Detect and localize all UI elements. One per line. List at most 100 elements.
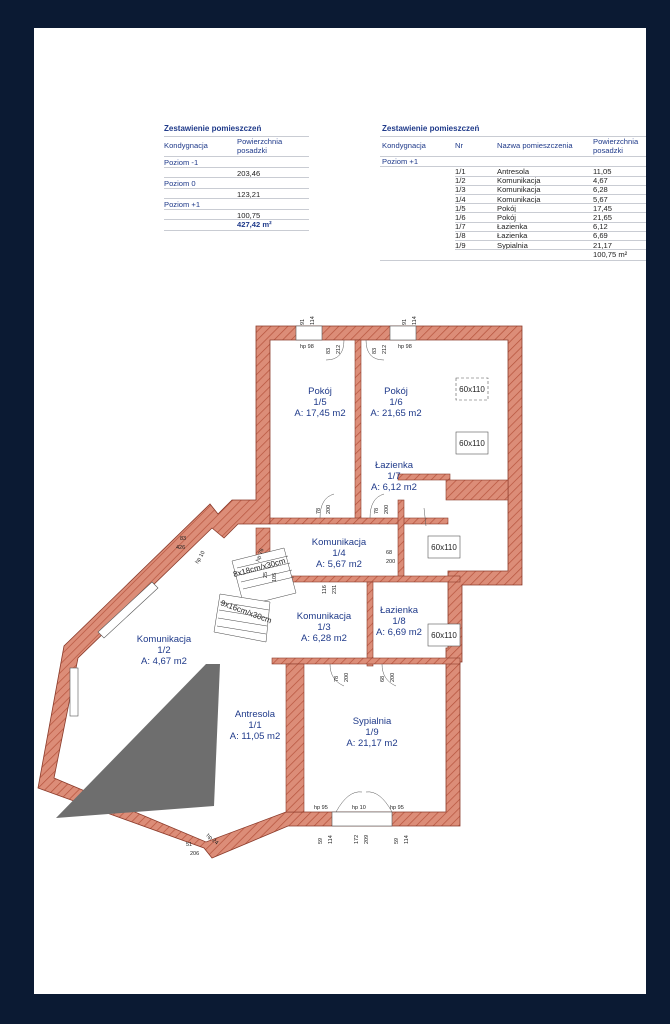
detail-row-area: 11,05 [593, 167, 612, 176]
summary-level-2: Poziom 0 [164, 179, 196, 188]
detail-row-name: Łazienka [497, 222, 528, 232]
detail-row-name: Sypialnia [497, 240, 528, 250]
dim-d6-a: 116 [322, 585, 328, 594]
detail-row-nr: 1/9 [455, 240, 466, 250]
detail-row-divider [455, 240, 646, 241]
fixture-rect-4 [427, 623, 461, 647]
detail-row-name: Pokój [497, 203, 516, 213]
detail-row-divider [455, 221, 646, 223]
summary-area-3: 100,75 [237, 211, 261, 220]
detail-row-nr: 1/1 [455, 167, 466, 176]
room-6-area: A: 21,65 m2 [370, 408, 421, 419]
dim-d8-b: 200 [390, 673, 396, 682]
room-2-nr: 1/2 [157, 645, 170, 656]
detail-row-divider [455, 175, 646, 177]
detail-row-area: 4,67 [593, 176, 608, 186]
dim-w1-hp: hp 98 [300, 344, 314, 350]
summary-level-1: Poziom -1 [164, 158, 199, 167]
detail-table: Zestawienie pomieszczeń Kondygnacja Nr N… [380, 124, 646, 264]
detail-col-area-1: Powierzchnia [593, 137, 639, 146]
detail-row-name: Antresola [497, 167, 530, 176]
floor-plan: 8x18cm/x30cm 9x16cm/x30cm [37, 316, 523, 859]
summary-col-area-2: posadzki [237, 146, 267, 155]
detail-title: Zestawienie pomieszczeń [382, 124, 480, 133]
dim-w2-a: 91 [402, 319, 408, 325]
room-4-name: Komunikacja [312, 537, 367, 548]
dimension-labels: 91 114 hp 98 83 212 91 114 hp 98 83 212 … [176, 316, 418, 857]
detail-row-area: 6,69 [593, 231, 608, 241]
room-6-name: Pokój [384, 386, 408, 397]
staircase [213, 547, 297, 643]
dim-w4-a: 51 [186, 842, 192, 848]
interior-walls [255, 339, 509, 813]
dim-hp76: hp 76 [255, 548, 265, 563]
dim-b1-a: 59 [318, 838, 324, 844]
fixture-rect-2 [455, 431, 489, 455]
room-8-nr: 1/8 [392, 616, 405, 627]
dim-w4-b: 206 [190, 851, 199, 857]
room-9-nr: 1/9 [365, 727, 378, 738]
detail-row-area: 21,17 [593, 240, 613, 250]
room-6-nr: 1/6 [389, 397, 402, 408]
detail-row-area: 6,12 [593, 222, 608, 232]
dim-d8-a: 68 [380, 676, 386, 682]
room-2-name: Komunikacja [137, 634, 192, 645]
room-9-name: Sypialnia [353, 716, 392, 727]
detail-level: Poziom +1 [382, 157, 419, 166]
summary-area-2: 123,21 [237, 190, 261, 199]
room-3-nr: 1/3 [317, 622, 330, 633]
dim-b-hp1: hp 95 [314, 805, 328, 811]
detail-row-nr: 1/7 [455, 222, 466, 232]
detail-row-name: Komunikacja [497, 185, 541, 195]
dim-s1: 25 [263, 572, 269, 578]
detail-row-nr: 1/4 [455, 194, 466, 204]
room-4-nr: 1/4 [332, 548, 345, 559]
dim-d1-b: 212 [336, 345, 342, 354]
doors [319, 339, 427, 813]
detail-col-name: Nazwa pomieszczenia [497, 141, 573, 150]
room-5-nr: 1/5 [313, 397, 326, 408]
room-3-name: Komunikacja [297, 611, 352, 622]
detail-col-nr: Nr [455, 141, 464, 150]
room-4-area: A: 5,67 m2 [316, 559, 362, 570]
windows [69, 325, 417, 827]
room-7-nr: 1/7 [387, 471, 400, 482]
detail-row-divider [455, 194, 646, 195]
detail-col-level: Kondygnacja [382, 141, 426, 150]
dim-d4-a: 78 [374, 508, 380, 514]
summary-total: 427,42 m² [237, 220, 272, 229]
dim-w2-b: 114 [412, 316, 418, 325]
room-labels: Pokój 1/5 A: 17,45 m2 Pokój 1/6 A: 21,65… [137, 386, 422, 749]
detail-row-divider [455, 230, 646, 232]
antresola-void [56, 664, 220, 818]
detail-row-divider [455, 249, 646, 251]
dim-d5-b: 200 [386, 559, 395, 565]
detail-row-divider [455, 203, 646, 205]
room-7-area: A: 6,12 m2 [371, 482, 417, 493]
fixture-rect-3 [427, 535, 461, 559]
dim-w3-hp: hp 10 [195, 550, 207, 565]
dim-w1-b: 114 [310, 316, 316, 325]
fixture-label-3: 60x110 [431, 543, 457, 552]
summary-title: Zestawienie pomieszczeń [164, 124, 262, 133]
dim-w3-b: 426 [176, 545, 185, 551]
detail-row-name: Łazienka [497, 231, 528, 241]
dim-d3-b: 200 [326, 505, 332, 514]
room-1-nr: 1/1 [248, 720, 261, 731]
dim-b2-a: 172 [354, 835, 360, 844]
detail-row-divider [455, 184, 646, 186]
summary-table: Zestawienie pomieszczeń Kondygnacja Powi… [164, 124, 309, 234]
dim-d1-a: 83 [326, 348, 332, 354]
summary-col-level: Kondygnacja [164, 141, 208, 150]
detail-row-nr: 1/5 [455, 203, 466, 213]
room-2-area: A: 4,67 m2 [141, 656, 187, 667]
dim-d5-a: 68 [386, 550, 392, 556]
fixture-label-2: 60x110 [459, 439, 485, 448]
detail-row-area: 21,65 [593, 213, 613, 222]
room-5-name: Pokój [308, 386, 332, 397]
fixtures [427, 377, 489, 647]
detail-row-nr: 1/8 [455, 231, 466, 241]
detail-row-name: Pokój [497, 213, 516, 222]
detail-row-divider [455, 212, 646, 214]
drawing-sheet: Zestawienie pomieszczeń Kondygnacja Powi… [34, 28, 646, 994]
